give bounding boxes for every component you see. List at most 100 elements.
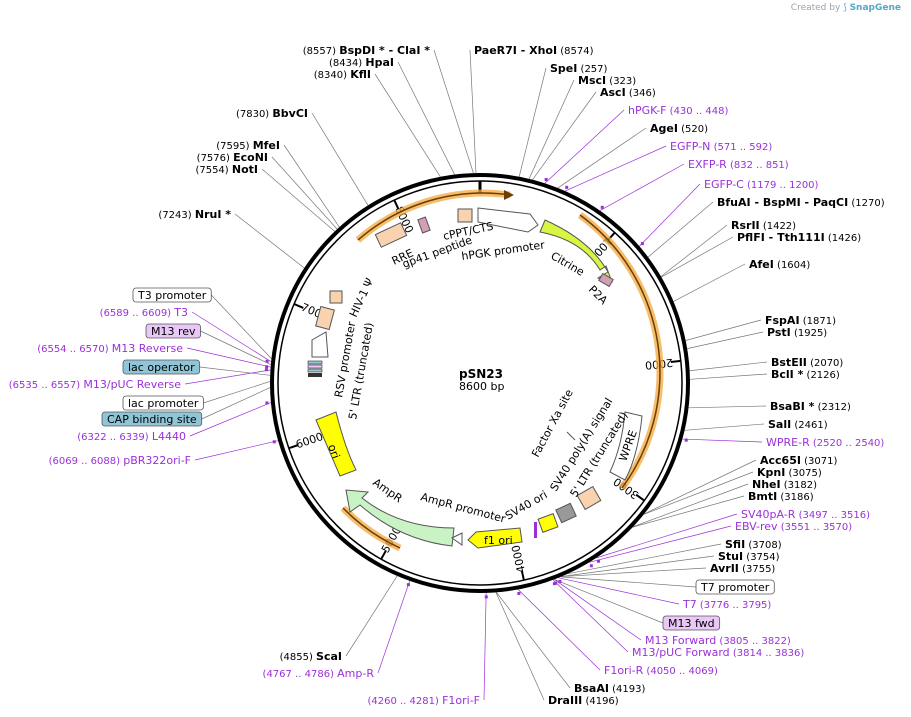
site-label[interactable]: AgeI (520) — [650, 122, 708, 135]
primer-mark — [684, 438, 688, 442]
feature-label[interactable]: M13/pUC Forward (3814 .. 3836) — [632, 646, 804, 659]
feature-label[interactable]: EXFP-R (832 .. 851) — [688, 158, 789, 171]
feature-p2a[interactable] — [598, 272, 614, 288]
feature-position: (1179 .. 1200) — [744, 180, 819, 191]
boxed-label-lac-operator[interactable]: lac operator — [122, 359, 201, 375]
primer-mark — [406, 583, 410, 587]
site-label[interactable]: (4855) ScaI — [280, 650, 342, 663]
feature-ori[interactable] — [315, 411, 357, 477]
feature-label[interactable]: (6322 .. 6339) L4440 — [77, 430, 186, 443]
site-label[interactable]: KpnI (3075) — [757, 466, 822, 479]
site-position: (7554) — [195, 165, 231, 176]
site-label[interactable]: (7554) NotI — [195, 163, 258, 176]
site-label[interactable]: Acc65I (3071) — [760, 454, 837, 467]
feature-label[interactable]: EGFP-N (571 .. 592) — [670, 140, 772, 153]
boxed-label-t3-promoter[interactable]: T3 promoter — [132, 287, 212, 303]
boxed-label-t7-promoter[interactable]: T7 promoter — [695, 579, 775, 595]
site-label[interactable]: MscI (323) — [578, 74, 636, 87]
site-label[interactable]: SalI (2461) — [768, 418, 828, 431]
feature-label[interactable]: EBV-rev (3551 .. 3570) — [735, 520, 852, 533]
site-label[interactable]: StuI (3754) — [718, 550, 780, 563]
site-label[interactable]: AfeI (1604) — [749, 258, 810, 271]
site-label[interactable]: SpeI (257) — [550, 62, 608, 75]
feature-rre[interactable] — [374, 222, 408, 248]
site-label[interactable]: RsrII (1422) — [731, 219, 796, 232]
site-label[interactable]: (7243) NruI * — [158, 208, 231, 221]
feature-rsv-promoter[interactable] — [311, 331, 329, 358]
inner-label-ori: ori — [325, 443, 342, 461]
site-label[interactable]: BstEII (2070) — [771, 356, 843, 369]
feature-sv40-polya[interactable] — [555, 502, 577, 524]
feature-hiv-psi[interactable] — [329, 290, 343, 304]
site-label[interactable]: PstI (1925) — [767, 326, 827, 339]
feature-label[interactable]: M13 Forward (3805 .. 3822) — [645, 634, 791, 647]
primer-mark — [265, 359, 269, 363]
site-label[interactable]: AvrII (3755) — [710, 562, 775, 575]
feature-f1-ori[interactable] — [467, 527, 523, 549]
site-position: (7243) — [158, 210, 194, 221]
feature-ltr-left[interactable] — [315, 305, 335, 331]
feature-hpgk-promoter[interactable] — [477, 207, 539, 233]
site-position: (1270) — [848, 198, 885, 209]
site-label[interactable]: BclI * (2126) — [771, 368, 840, 381]
feature-label[interactable]: (6069 .. 6088) pBR322ori-F — [49, 454, 191, 467]
feature-label[interactable]: hPGK-F (430 .. 448) — [628, 104, 728, 117]
feature-label[interactable]: (4767 .. 4786) Amp-R — [263, 667, 375, 680]
site-label[interactable]: (8340) KflI — [314, 68, 371, 81]
feature-leader-line — [544, 109, 625, 184]
site-label[interactable]: SfiI (3708) — [725, 538, 782, 551]
site-position: (8340) — [314, 70, 350, 81]
feature-label[interactable]: EGFP-C (1179 .. 1200) — [704, 178, 819, 191]
feature-label[interactable]: (6535 .. 6557) M13/pUC Reverse — [9, 378, 181, 391]
feature-label[interactable]: (6589 .. 6609) T3 — [100, 306, 188, 319]
feature-ltr-right[interactable] — [576, 485, 602, 511]
site-leader-line — [469, 49, 477, 174]
feature-wpre[interactable] — [609, 411, 643, 481]
site-label[interactable]: DraIII (4196) — [548, 694, 619, 707]
boxed-label-text: lac operator — [128, 361, 195, 374]
feature-label[interactable]: (6554 .. 6570) M13 Reverse — [37, 342, 183, 355]
site-label[interactable]: FspAI (1871) — [765, 314, 836, 327]
credit-text: Created by ⟆ SnapGene — [791, 3, 901, 13]
boxed-label-m13-rev[interactable]: M13 rev — [145, 323, 201, 339]
site-name: AscI — [600, 86, 626, 99]
site-label[interactable]: BsaAI (4193) — [574, 682, 645, 695]
site-label[interactable]: PaeR7I - XhoI (8574) — [474, 44, 594, 57]
feature-label[interactable]: T7 (3776 .. 3795) — [682, 598, 771, 611]
site-position: (346) — [626, 88, 656, 99]
boxed-label-text: CAP binding site — [107, 413, 197, 426]
feature-label[interactable]: WPRE-R (2520 .. 2540) — [766, 436, 884, 449]
site-leader-line — [518, 67, 547, 177]
feature-gp41[interactable] — [417, 216, 431, 234]
feature-label[interactable]: (4260 .. 4281) F1ori-F — [367, 694, 480, 707]
feature-cppt[interactable] — [457, 208, 473, 223]
feature-lac-stack[interactable] — [307, 360, 323, 377]
site-label[interactable]: (7830) BbvCI — [236, 107, 308, 120]
site-name: NruI * — [195, 208, 231, 221]
site-position: (2126) — [803, 370, 840, 381]
site-label[interactable]: NheI (3182) — [752, 478, 817, 491]
site-label[interactable]: (8557) BspDI * - ClaI * — [303, 44, 430, 57]
site-label[interactable]: BfuAI - BspMI - PaqCI (1270) — [717, 196, 885, 209]
site-label[interactable]: (7576) EcoNI — [197, 151, 268, 164]
site-label[interactable]: (7595) MfeI — [216, 139, 280, 152]
boxed-label-cap-site[interactable]: CAP binding site — [101, 411, 203, 427]
feature-ampr-promoter[interactable] — [451, 532, 463, 546]
feature-sv40-ori[interactable] — [534, 513, 559, 538]
feature-label[interactable]: F1ori-R (4050 .. 4069) — [604, 664, 718, 677]
feature-label[interactable]: SV40pA-R (3497 .. 3516) — [741, 508, 870, 521]
site-label[interactable]: BmtI (3186) — [748, 490, 814, 503]
site-label[interactable]: AscI (346) — [600, 86, 656, 99]
boxed-label-m13-fwd[interactable]: M13 fwd — [662, 615, 721, 631]
feature-ampr[interactable] — [345, 489, 455, 547]
primer-mark — [544, 177, 548, 181]
boxed-label-lac-promoter[interactable]: lac promoter — [122, 395, 204, 411]
site-name: StuI — [718, 550, 743, 563]
feature-position: (6554 .. 6570) — [37, 344, 112, 355]
site-label[interactable]: (8434) HpaI — [329, 56, 394, 69]
site-label[interactable]: BsaBI * (2312) — [770, 400, 851, 413]
site-name: SalI — [768, 418, 791, 431]
feature-position: (430 .. 448) — [666, 106, 728, 117]
site-leader-line — [495, 592, 545, 701]
site-label[interactable]: PflFI - Tth111I (1426) — [737, 231, 861, 244]
